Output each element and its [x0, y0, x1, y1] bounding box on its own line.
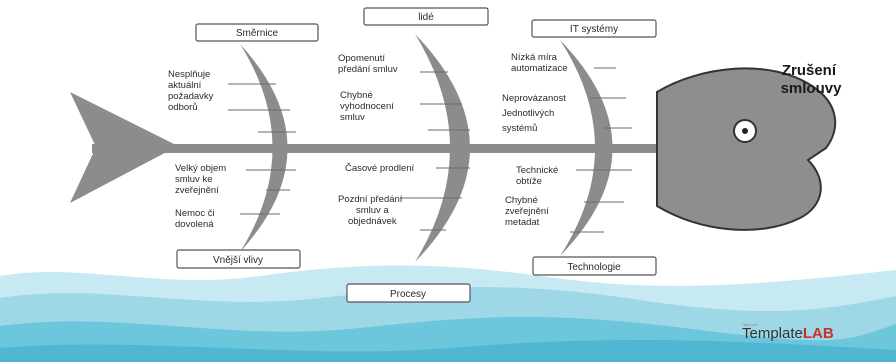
effect-title: Zrušení smlouvy: [781, 62, 843, 97]
templatelab-logo: TEMPLATE TemplateLAB: [742, 323, 834, 342]
category-label-procesy: Procesy: [390, 289, 426, 300]
wave-background: [0, 265, 896, 362]
cause-vnejsi-1: Velký objem smluv ke zveřejnění: [175, 163, 229, 196]
cause-lide-2: Chybné vyhodnocení smluv: [340, 90, 397, 123]
cause-ticks: [228, 67, 632, 233]
fish-spine: [92, 144, 664, 153]
category-label-lide: lidé: [418, 12, 434, 23]
cause-procesy-2: Pozdní předání smluv a objednávek: [338, 194, 405, 227]
cause-lide-1: Opomenutí předání smluv: [338, 53, 398, 75]
fish-pupil: [742, 128, 748, 134]
rib-bone-1: [240, 44, 288, 252]
category-label-smernice: Směrnice: [236, 28, 279, 39]
cause-it-2: Neprovázanost Jednotlivých systémů: [502, 93, 569, 134]
fish-head: [656, 67, 837, 231]
rib-bone-2: [415, 34, 470, 262]
category-lide: lidé: [363, 7, 489, 26]
cause-tech-2: Chybné zveřejnění metadat: [505, 195, 551, 228]
cause-procesy-1: Časové prodlení: [345, 163, 415, 174]
cause-it-1: Nízká míra automatizace: [511, 52, 568, 74]
logo-tagline: TEMPLATE: [742, 323, 758, 327]
category-vnejsi: Vnější vlivy: [176, 249, 301, 269]
category-technologie: Technologie: [532, 256, 657, 276]
category-label-vnejsi: Vnější vlivy: [213, 255, 263, 266]
cause-vnejsi-2: Nemoc či dovolená: [175, 208, 217, 230]
category-it: IT systémy: [531, 19, 657, 38]
cause-smernice: Nesplňuje aktuální požadavky odborů: [168, 69, 216, 113]
category-label-it: IT systémy: [570, 24, 618, 35]
category-procesy: Procesy: [346, 283, 471, 303]
category-label-technologie: Technologie: [567, 262, 621, 273]
logo-wordmark: TemplateLAB: [742, 325, 834, 342]
category-smernice: Směrnice: [195, 23, 319, 42]
cause-tech-1: Technické obtíže: [516, 165, 561, 187]
